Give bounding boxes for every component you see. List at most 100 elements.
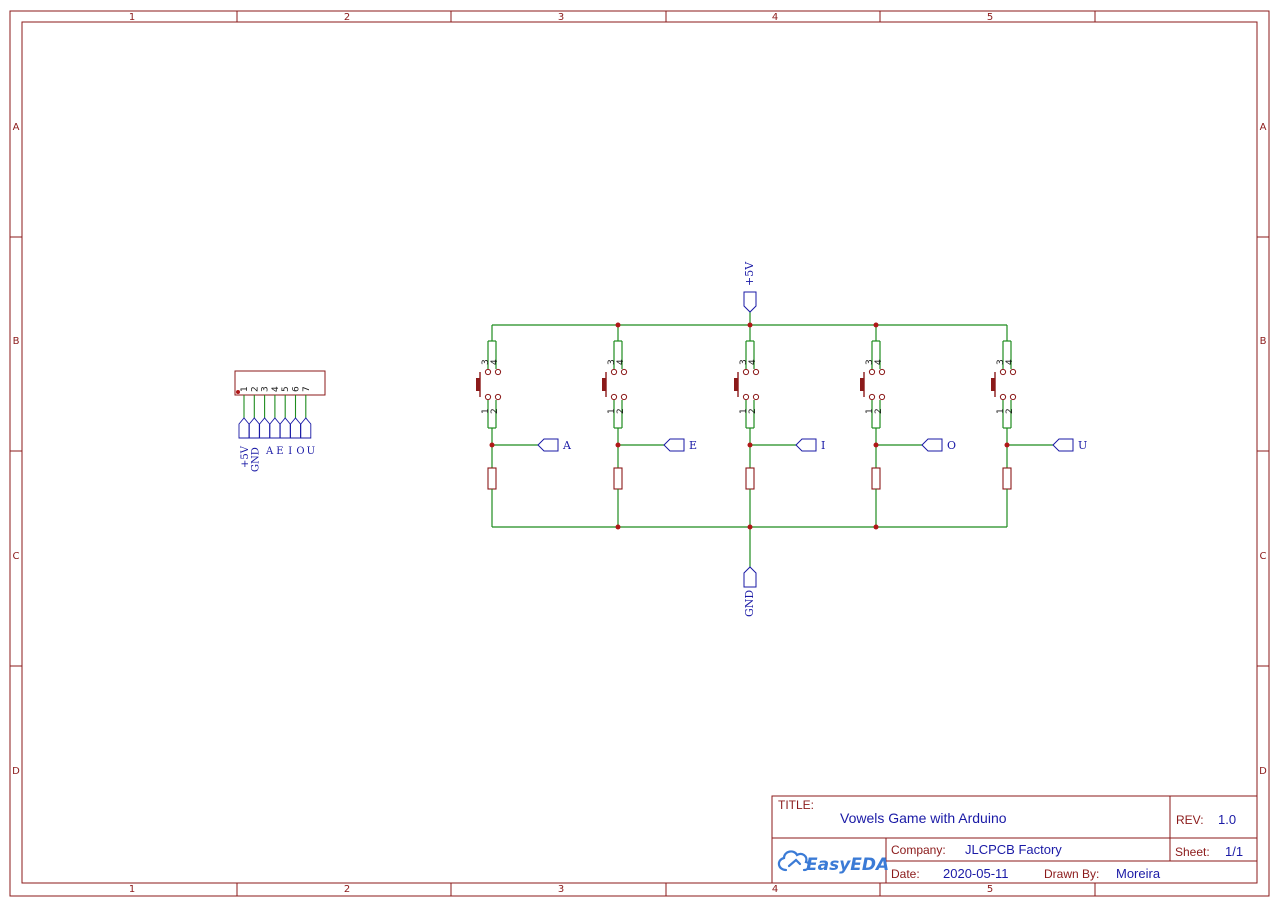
switch-pin-number: 1 xyxy=(865,408,875,414)
switch-pin-number: 2 xyxy=(1005,408,1015,414)
switch-pin-number: 3 xyxy=(739,359,749,365)
header-net-port xyxy=(300,417,312,439)
header-body xyxy=(234,370,326,396)
net-port-o[interactable]: O xyxy=(921,438,956,452)
row-label: B xyxy=(13,336,20,347)
column-label: 5 xyxy=(987,12,993,23)
header-pin: 5 xyxy=(279,386,291,439)
junction-dot xyxy=(615,524,621,530)
switch-pin-number: 1 xyxy=(996,408,1006,414)
junction-dot xyxy=(747,442,753,448)
switch-pin-number: 2 xyxy=(874,408,884,414)
net-port-e[interactable]: E xyxy=(663,438,697,452)
gnd-net-label: GND xyxy=(743,590,756,617)
header-pin: 1 xyxy=(238,386,250,439)
junction-dot xyxy=(1004,442,1010,448)
row-label: C xyxy=(1260,551,1267,562)
switch-pin-number: 3 xyxy=(481,359,491,365)
column-label: 1 xyxy=(129,12,135,23)
sheet-value: 1/1 xyxy=(1225,844,1243,859)
frame-column-labels-bottom: 1 2 3 4 5 xyxy=(129,884,993,895)
header-pin: 2 xyxy=(248,386,260,439)
frame-row-labels-left: A B C D xyxy=(12,122,20,777)
easyeda-logo: EasyEDA xyxy=(777,850,889,875)
net-label: I xyxy=(821,439,825,452)
switch-pin-number: 4 xyxy=(748,359,758,365)
pulldown-resistor[interactable] xyxy=(745,467,755,490)
row-label: C xyxy=(13,551,20,562)
column-label: 3 xyxy=(558,884,564,895)
pin1-marker xyxy=(236,390,240,394)
brand-name: EasyEDA xyxy=(806,855,889,875)
pulldown-resistor[interactable] xyxy=(1002,467,1012,490)
frame-column-labels-top: 1 2 3 4 5 xyxy=(129,12,993,23)
switch-pin-number: 4 xyxy=(874,359,884,365)
junction-dot xyxy=(747,524,753,530)
company-value: JLCPCB Factory xyxy=(965,842,1062,857)
drawn-by-value: Moreira xyxy=(1116,866,1161,881)
header-pin: 3 xyxy=(259,386,271,439)
header-pin: 7 xyxy=(300,386,312,439)
header-net-label: GND xyxy=(250,447,261,472)
switch-pin-number: 2 xyxy=(490,408,500,414)
net-label: E xyxy=(689,439,697,452)
rev-label: REV: xyxy=(1176,813,1204,827)
header-pin-number: 2 xyxy=(250,386,260,392)
header-net-port xyxy=(238,417,250,439)
header-pin-number: 1 xyxy=(240,386,250,392)
header-pin-number: 7 xyxy=(302,386,312,392)
column-label: 4 xyxy=(772,884,778,895)
vcc-net-port[interactable]: +5V xyxy=(743,261,757,313)
header-pin-number: 3 xyxy=(261,386,271,392)
switch-pin-number: 4 xyxy=(616,359,626,365)
junction-dot xyxy=(873,442,879,448)
pulldown-resistor[interactable] xyxy=(871,467,881,490)
header-net-label: E xyxy=(276,446,283,457)
pulldown-resistor[interactable] xyxy=(487,467,497,490)
date-label: Date: xyxy=(891,867,920,881)
header-net-port xyxy=(248,417,260,439)
date-value: 2020-05-11 xyxy=(943,866,1009,881)
header-net-port xyxy=(269,417,281,439)
header-net-label: A xyxy=(265,446,274,457)
switch-pin-number: 3 xyxy=(996,359,1006,365)
net-port-u[interactable]: U xyxy=(1052,438,1087,452)
title-block: TITLE: Vowels Game with Arduino REV: 1.0… xyxy=(771,795,1258,884)
header-pin-number: 5 xyxy=(281,386,291,392)
frame-row-labels-right: A B C D xyxy=(1259,122,1267,777)
switch-pin-number: 3 xyxy=(607,359,617,365)
junction-dot xyxy=(873,322,879,328)
switch-pin-number: 4 xyxy=(1005,359,1015,365)
column-label: 5 xyxy=(987,884,993,895)
header-net-label: +5V xyxy=(240,445,251,468)
title-label: TITLE: xyxy=(778,798,814,812)
cloud-icon xyxy=(777,850,811,872)
net-label: A xyxy=(562,439,572,452)
switch-pin-number: 1 xyxy=(481,408,491,414)
net-port-a[interactable]: A xyxy=(537,438,572,452)
header-pin: 4 xyxy=(269,386,281,439)
net-port-i[interactable]: I xyxy=(795,438,825,452)
pulldown-resistor[interactable] xyxy=(613,467,623,490)
header-net-port xyxy=(279,417,291,439)
header-pin-number: 6 xyxy=(292,386,302,392)
junction-dot xyxy=(615,442,621,448)
sheet-label: Sheet: xyxy=(1175,845,1210,859)
junction-dot xyxy=(615,322,621,328)
row-label: A xyxy=(1260,122,1267,133)
gnd-net-port[interactable]: GND xyxy=(743,566,757,617)
column-label: 1 xyxy=(129,884,135,895)
company-label: Company: xyxy=(891,843,946,857)
